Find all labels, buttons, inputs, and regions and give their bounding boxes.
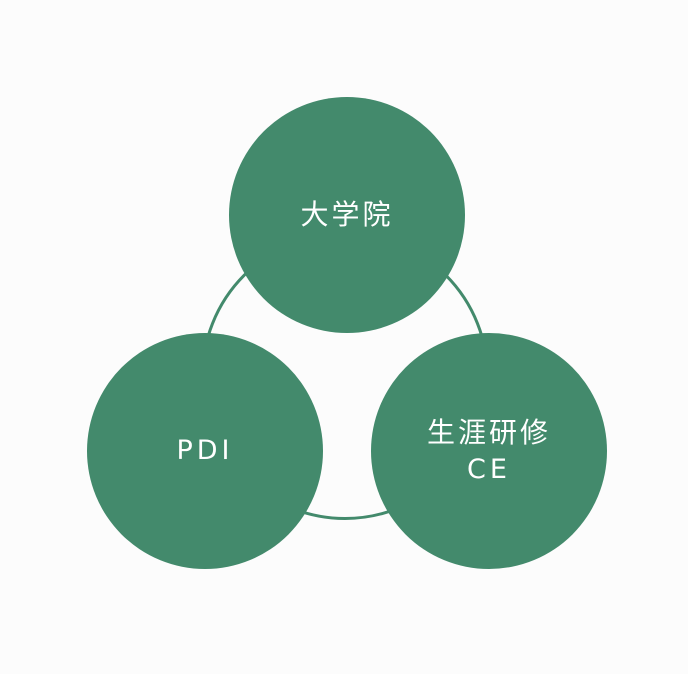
node-lifelong-training: 生涯研修 CE — [371, 333, 607, 569]
node-pdi: PDI — [87, 333, 323, 569]
node-pdi-label: PDI — [176, 434, 234, 466]
node-graduate-school: 大学院 — [229, 97, 465, 333]
node-lifelong-training-sublabel: CE — [467, 453, 511, 485]
node-graduate-school-label: 大学院 — [300, 198, 394, 232]
node-lifelong-training-label: 生涯研修 — [426, 415, 551, 449]
